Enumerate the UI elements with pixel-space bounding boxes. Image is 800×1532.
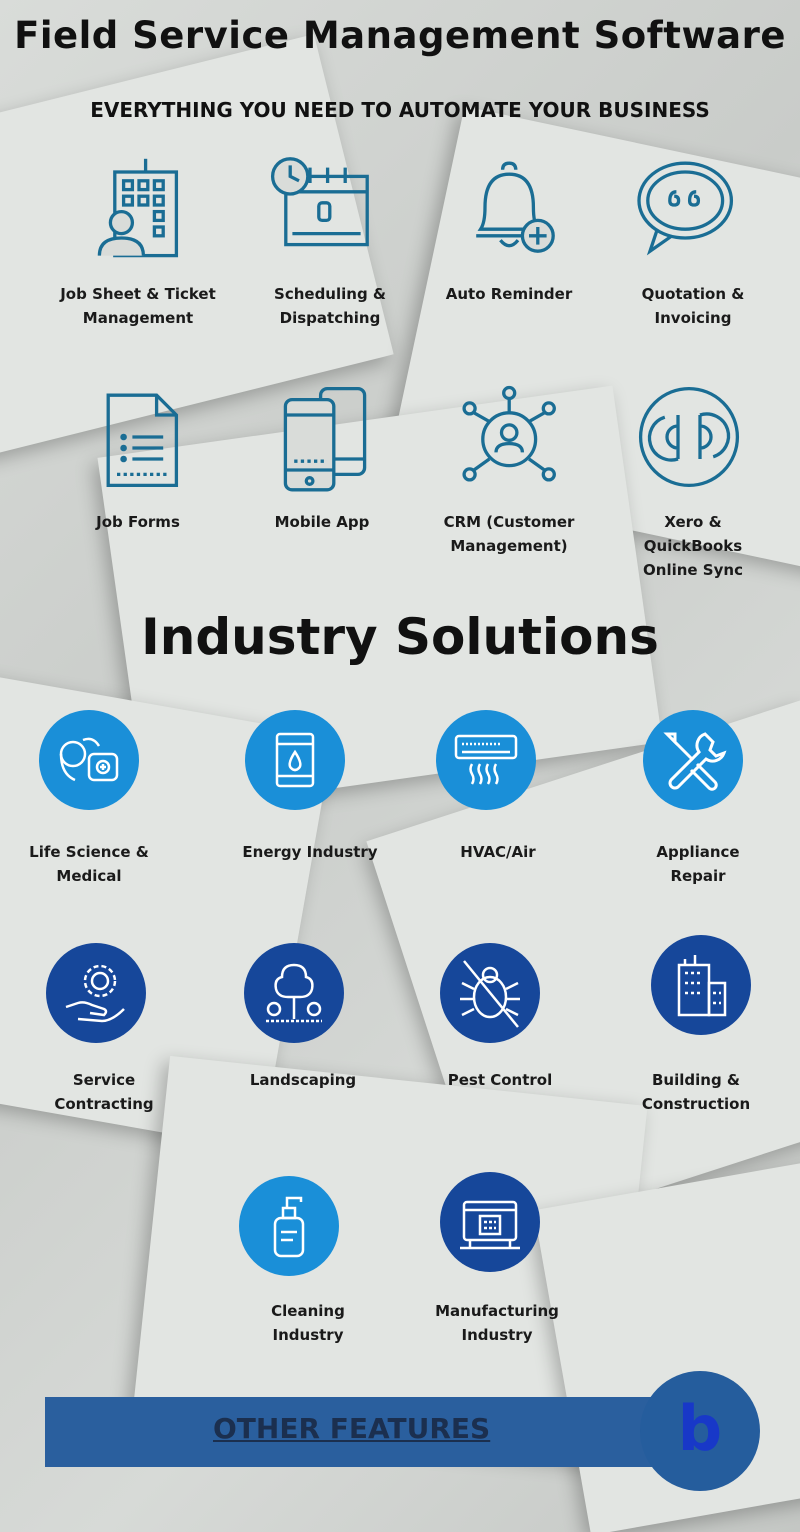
industry-icon-hvac [436,710,536,810]
hand-gear-icon [65,964,125,1023]
air-conditioner-icon [454,734,518,785]
industry-label: HVAC/Air [460,843,536,861]
feature-label: CRM (Customer Management) [443,513,575,555]
oil-barrel-icon [275,732,315,788]
building-person-icon [84,150,194,260]
industry-label: Cleaning Industry [271,1302,345,1344]
brand-logo[interactable]: b [640,1371,760,1491]
calendar-clock-icon [266,150,376,260]
buildings-icon [677,955,727,1017]
industry-icon-appliance [643,710,743,810]
industry-icon-service [46,943,146,1043]
industry-icon-building [651,935,751,1035]
footer-bar [45,1397,685,1467]
feature-label: Auto Reminder [445,285,573,303]
feature-label: Job Sheet & Ticket Management [60,285,216,327]
page-title: Field Service Management Software [14,14,786,57]
network-user-icon [452,382,562,492]
feature-label: Scheduling & Dispatching [274,285,386,327]
bell-plus-icon [452,150,562,260]
industry-label: Pest Control [447,1071,553,1089]
industry-label: Manufacturing Industry [435,1302,559,1344]
soap-bottle-icon [273,1196,305,1258]
mobile-phones-icon [270,382,380,492]
document-icon [84,382,194,492]
industry-label: Appliance Repair [656,843,740,885]
industry-icon-manufacturing [440,1172,540,1272]
industry-label: Service Contracting [54,1071,154,1113]
other-features-link[interactable]: OTHER FEATURES [213,1412,491,1445]
industry-icon-landscaping [244,943,344,1043]
medical-device-icon [59,737,119,782]
logo-letter: b [677,1391,723,1465]
industry-label: Landscaping [249,1071,357,1089]
industry-section-title: Industry Solutions [141,608,659,666]
machine-icon [460,1200,520,1250]
feature-label: Job Forms [96,513,180,531]
feature-label: Mobile App [274,513,370,531]
industry-icon-cleaning [239,1176,339,1276]
quickbooks-icon [634,382,744,492]
feature-label: Xero & QuickBooks Online Sync [643,513,743,579]
page-subtitle: EVERYTHING YOU NEED TO AUTOMATE YOUR BUS… [90,98,710,122]
quote-bubble-icon [628,150,738,260]
industry-label: Building & Construction [641,1071,751,1113]
no-bug-icon [460,960,520,1028]
tree-icon [266,963,322,1023]
feature-label: Quotation & Invoicing [641,285,745,327]
industry-icon-energy [245,710,345,810]
wrench-screwdriver-icon [663,732,727,791]
industry-label: Energy Industry [242,843,378,861]
industry-icon-pest [440,943,540,1043]
industry-icon-medical [39,710,139,810]
industry-label: Life Science & Medical [29,843,149,885]
